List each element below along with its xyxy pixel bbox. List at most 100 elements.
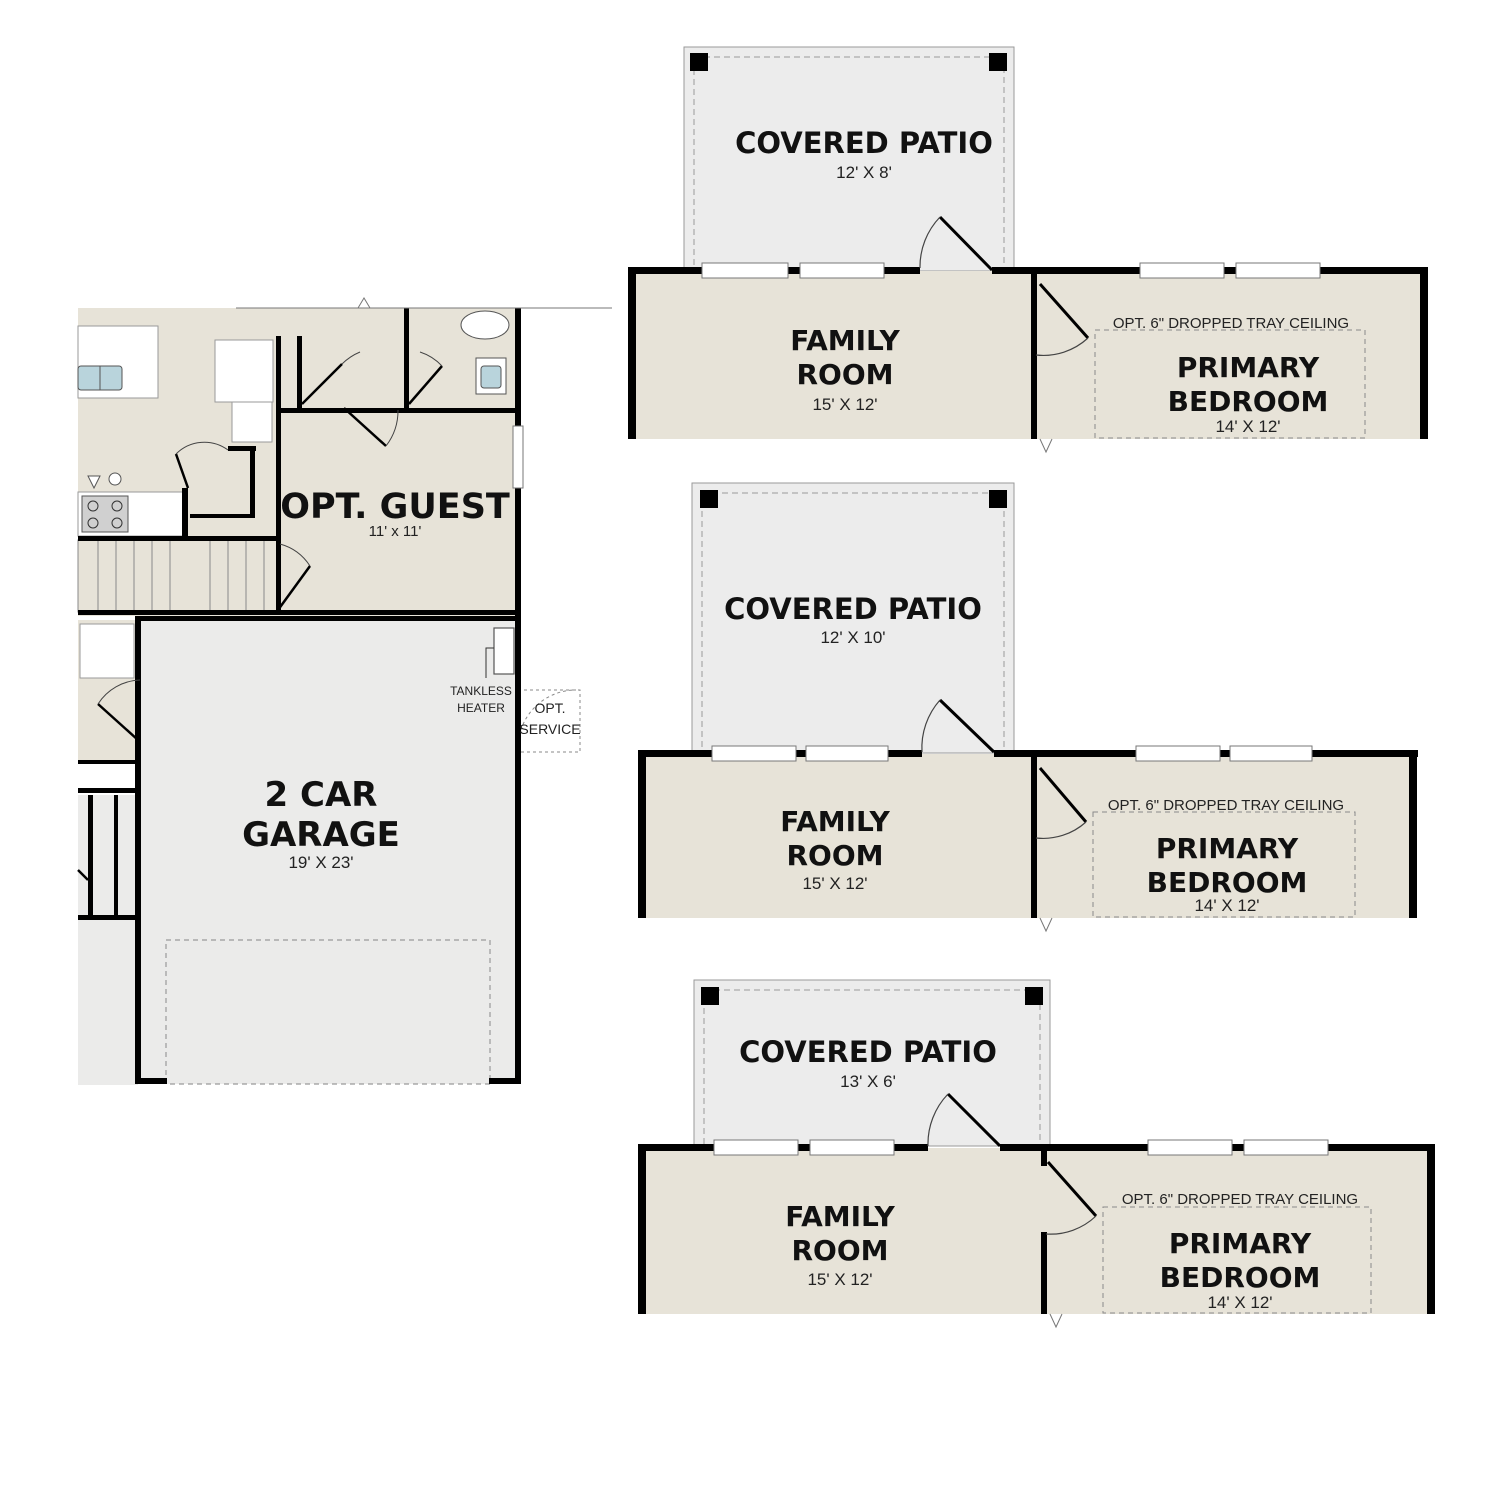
- bedroom-door: [1038, 283, 1090, 339]
- wall: [638, 1144, 714, 1151]
- tray-ceiling-note: OPT. 6" DROPPED TRAY CEILING: [1122, 1191, 1358, 1208]
- bedroom-size: 14' X 12': [1194, 896, 1259, 915]
- bedroom-door-swing: [1045, 1215, 1097, 1235]
- bedroom-name-1: PRIMARY: [1177, 351, 1320, 384]
- outlet-icon: [87, 475, 101, 490]
- tray-ceiling-note: OPT. 6" DROPPED TRAY CEILING: [1108, 797, 1344, 814]
- guest-room-name: OPT. GUEST: [280, 487, 510, 527]
- wall: [798, 1144, 810, 1151]
- patio-door: [938, 698, 996, 754]
- wall: [1427, 1144, 1435, 1314]
- bedroom-name-1: PRIMARY: [1169, 1227, 1312, 1260]
- patio-door-swing: [921, 699, 941, 753]
- patio-name: COVERED PATIO: [724, 592, 982, 626]
- bedroom-name-1: PRIMARY: [1156, 832, 1299, 865]
- burner: [87, 500, 99, 512]
- family-room-floor: [642, 754, 1035, 918]
- garage-door-outline: [165, 939, 491, 1085]
- wall: [992, 267, 1140, 274]
- bedroom-name-2: BEDROOM: [1168, 385, 1329, 418]
- patio-door-swing: [927, 1093, 949, 1147]
- opt-service-door-swing: [517, 689, 577, 749]
- main-door-swings: [77, 351, 443, 881]
- side-room-floor: [78, 795, 138, 1085]
- tankless-heater-unit: [493, 627, 515, 675]
- wall: [1041, 1232, 1047, 1314]
- patio-beam-outline: [693, 56, 1005, 272]
- family-room-name-1: FAMILY: [780, 805, 890, 838]
- tray-ceiling-note: OPT. 6" DROPPED TRAY CEILING: [1113, 315, 1349, 332]
- bedroom-name-2: BEDROOM: [1147, 866, 1308, 899]
- garage-size: 19' X 23': [288, 853, 353, 872]
- pantry-shelf: [231, 401, 273, 443]
- family-room-name-2: ROOM: [786, 839, 883, 872]
- patio-floor: [693, 979, 1051, 1147]
- wall: [1041, 1144, 1047, 1166]
- bedroom-door-swing: [1035, 821, 1087, 839]
- wall: [894, 1144, 928, 1151]
- patio-door: [946, 1092, 1002, 1148]
- entry-marker-icon: [357, 297, 371, 309]
- wall: [1328, 1144, 1434, 1151]
- patio-option-3: COVERED PATIO 13' X 6' FAMILY ROOM 15' X…: [638, 979, 1435, 1329]
- wall: [638, 750, 712, 757]
- heater-leader: [485, 647, 494, 678]
- bedroom-door: [1046, 1161, 1098, 1217]
- wall: [1220, 750, 1230, 757]
- window: [1229, 745, 1313, 762]
- patio-post: [989, 53, 1007, 71]
- window: [799, 262, 885, 279]
- patio-size: 13' X 6': [840, 1072, 896, 1091]
- section-marker-icon: [1049, 1313, 1063, 1329]
- patio-name: COVERED PATIO: [739, 1035, 997, 1069]
- patio-post: [690, 53, 708, 71]
- wall: [1000, 1144, 1148, 1151]
- wall: [1320, 267, 1428, 274]
- guest-window: [512, 425, 524, 489]
- refrigerator: [214, 339, 274, 403]
- burner: [111, 517, 123, 529]
- wall: [888, 750, 922, 757]
- bath-sink: [480, 365, 502, 389]
- window: [805, 745, 889, 762]
- main-walls: [78, 308, 521, 1084]
- wall: [628, 267, 702, 274]
- patio-door-swing: [919, 216, 941, 269]
- tray-ceiling-outline: [1094, 329, 1366, 439]
- bedroom-size: 14' X 12': [1207, 1293, 1272, 1312]
- garage-name-line2: GARAGE: [242, 815, 400, 855]
- wall: [1224, 267, 1236, 274]
- family-room-name-2: ROOM: [791, 1234, 888, 1267]
- wall: [1031, 354, 1037, 439]
- section-marker-icon: [1039, 917, 1053, 933]
- wall: [638, 1144, 646, 1314]
- bedroom-floor: [1035, 754, 1413, 918]
- bedroom-door-swing: [1035, 337, 1089, 356]
- burner: [111, 500, 123, 512]
- burner: [87, 517, 99, 529]
- opt-service-label-1: OPT.: [534, 700, 565, 716]
- wall: [1031, 836, 1037, 918]
- bedroom-floor: [1035, 271, 1425, 439]
- bedroom-size: 14' X 12': [1215, 417, 1280, 436]
- tankless-heater-label-1: TANKLESS: [450, 684, 512, 698]
- patio-post: [989, 490, 1007, 508]
- family-room-size: 15' X 12': [812, 395, 877, 414]
- patio-option-1: COVERED PATIO 12' X 8' FAMILY ROOM 15' X…: [628, 46, 1428, 454]
- window: [809, 1139, 895, 1156]
- tray-ceiling-outline: [1092, 811, 1356, 918]
- window: [701, 262, 789, 279]
- family-room-floor: [642, 1148, 1045, 1314]
- wall: [1232, 1144, 1244, 1151]
- staircase: [77, 539, 279, 613]
- tray-ceiling-outline: [1102, 1206, 1372, 1314]
- family-room-name-1: FAMILY: [790, 324, 900, 357]
- wall: [638, 750, 646, 918]
- guest-floor: [278, 408, 518, 616]
- wall: [796, 750, 806, 757]
- patio-size: 12' X 10': [820, 628, 885, 647]
- wall: [1409, 750, 1417, 918]
- main-floor-plan: OPT. GUEST 11' x 11' 2 CAR GARAGE 19' X …: [77, 297, 612, 1085]
